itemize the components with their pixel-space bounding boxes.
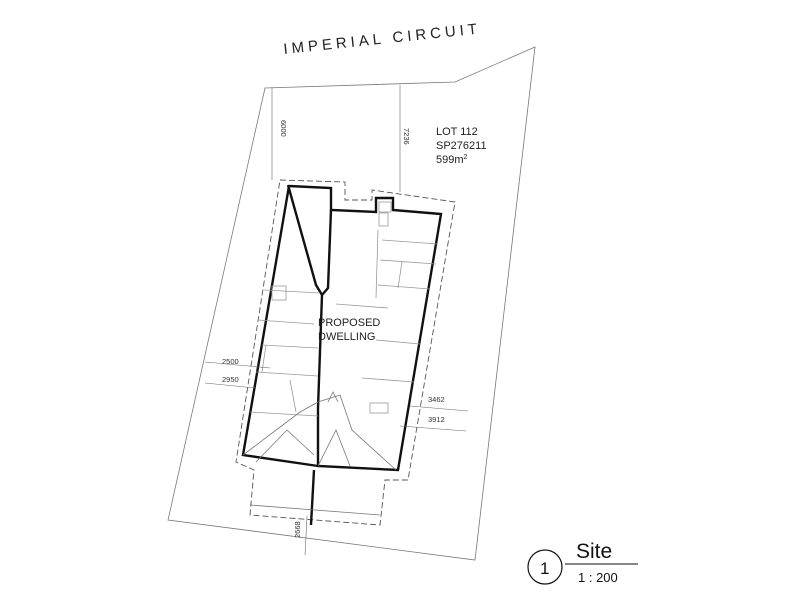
- interior-wall: [335, 303, 389, 309]
- entry-feature: [378, 201, 392, 213]
- drawing-number-circle: [527, 549, 563, 585]
- kitchen-bench: [369, 402, 389, 414]
- rear-setback-line: [304, 515, 308, 556]
- front-setback-right-dimension: 7236: [402, 128, 411, 145]
- interior-wall: [361, 377, 415, 383]
- drawing-title: Site: [576, 540, 612, 563]
- lot-area: 599m2: [436, 154, 468, 166]
- interior-feature: [271, 285, 287, 301]
- lot-plan-number: SP276211: [436, 140, 487, 152]
- left-setback-outer-dimension: 2950: [222, 375, 239, 384]
- interior-wall: [381, 239, 439, 245]
- interior-wall: [257, 319, 315, 325]
- roof-hip-line: [317, 394, 397, 471]
- interior-wall: [375, 339, 421, 345]
- interior-wall: [261, 344, 319, 349]
- building-label-line1: PROPOSED: [318, 317, 380, 329]
- building-label-line2: DWELLING: [318, 331, 375, 343]
- interior-wall: [379, 259, 437, 265]
- interior-wall: [249, 411, 319, 417]
- interior-wall: [377, 284, 431, 290]
- rear-setback-dimension: 2668: [293, 521, 302, 538]
- building-spine-wall: [321, 209, 333, 296]
- eave-outline: [235, 179, 456, 526]
- lot-boundary: [167, 46, 536, 561]
- roof-hip-line: [242, 401, 319, 456]
- front-setback-left-dimension: 6000: [279, 120, 288, 137]
- interior-wall: [263, 289, 321, 294]
- roof-hip-line: [327, 391, 339, 403]
- roof-hip-line: [255, 429, 315, 463]
- interior-wall: [375, 229, 379, 299]
- right-setback-line: [399, 425, 467, 432]
- entry-feature: [378, 212, 389, 227]
- right-setback-outer-dimension: 3912: [428, 415, 445, 424]
- interior-wall: [289, 379, 297, 413]
- garage-divider: [309, 469, 316, 526]
- garage-front-eave: [249, 504, 381, 516]
- drawing-scale: 1 : 200: [578, 570, 618, 585]
- left-setback-line: [204, 382, 256, 389]
- interior-wall: [261, 344, 267, 373]
- left-setback-line: [204, 361, 271, 369]
- lot-number: LOT 112: [436, 126, 478, 138]
- street-name: IMPERIAL CIRCUIT: [283, 20, 482, 58]
- left-setback-inner-dimension: 2500: [222, 357, 239, 366]
- building-external-wall-west: [241, 185, 319, 468]
- interior-wall: [255, 371, 319, 377]
- roof-hip-line: [317, 429, 351, 467]
- right-setback-inner-dimension: 3462: [428, 395, 445, 404]
- interior-wall: [397, 261, 403, 289]
- drawing-number: 1: [540, 559, 549, 578]
- building-external-wall: [286, 184, 443, 472]
- right-setback-line: [409, 405, 469, 412]
